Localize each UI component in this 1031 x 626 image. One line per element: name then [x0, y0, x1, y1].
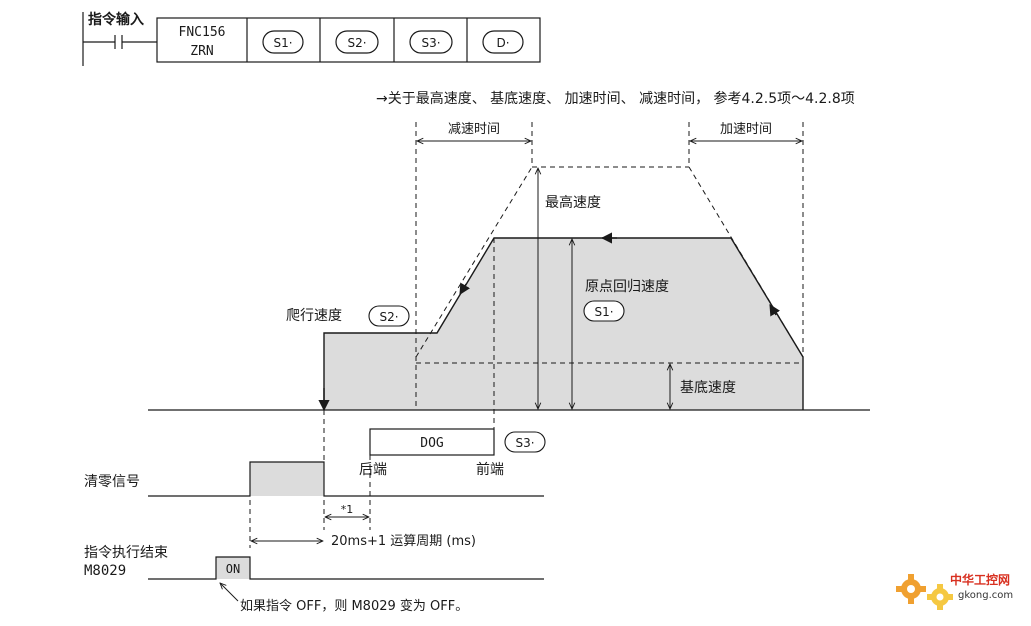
operand-s2: S2· — [347, 36, 366, 50]
note-marker: *1 — [341, 503, 354, 516]
accel-time-label: 加速时间 — [720, 122, 772, 137]
operand-d: D· — [496, 36, 509, 50]
clear-signal-label: 清零信号 — [84, 474, 140, 490]
speed-area — [324, 238, 803, 410]
watermark-site-name: 中华工控网 — [950, 572, 1010, 587]
reference-note: →关于最高速度、 基底速度、 加速时间、 减速时间， 参考4.2.5项～4.2.… — [376, 90, 855, 107]
m8029-waveform — [148, 556, 544, 580]
clear-signal: 清零信号 *1 20ms+1 运算周期 (ms) — [84, 461, 544, 549]
base-speed-label: 基底速度 — [680, 379, 736, 396]
gear-icon — [896, 574, 953, 610]
return-speed-label: 原点回归速度 — [585, 278, 669, 295]
clear-signal-waveform — [148, 461, 544, 497]
decel-time-label: 减速时间 — [448, 122, 500, 137]
direction-arrow-decel — [459, 282, 470, 295]
fnc-number: FNC156 — [179, 25, 226, 40]
on-label: ON — [226, 562, 240, 576]
dog-rear-end-label: 后端 — [359, 462, 387, 478]
completion-label: 指令执行结束 — [84, 545, 168, 561]
operand-s1: S1· — [273, 36, 292, 50]
instruction-input-label: 指令输入 — [88, 11, 144, 28]
dog-label: DOG — [420, 436, 444, 451]
speed-profile: 减速时间 加速时间 最高速度 原点回归速度 S1· 基底速度 爬行速度 S2· — [148, 122, 870, 548]
watermark-logo: 中华工控网 gkong.com — [896, 572, 1013, 610]
dog-operand: S3· — [515, 436, 534, 450]
creep-speed-label: 爬行速度 — [286, 308, 342, 324]
creep-speed-operand: S2· — [379, 310, 398, 324]
return-speed-operand: S1· — [594, 305, 613, 319]
dog-box — [369, 428, 495, 456]
max-speed-label: 最高速度 — [545, 194, 601, 211]
completion-flag: 指令执行结束 M8029 ON 如果指令 OFF，则 M8029 变为 OFF。 — [84, 545, 544, 614]
dog-signal: DOG S3· 后端 前端 — [359, 428, 546, 478]
m8029-note: 如果指令 OFF，则 M8029 变为 OFF。 — [240, 598, 468, 614]
fnc-name: ZRN — [190, 44, 213, 59]
dog-front-end-label: 前端 — [476, 461, 504, 478]
watermark-domain: gkong.com — [958, 590, 1013, 601]
operand-s3: S3· — [421, 36, 440, 50]
contact-symbol — [114, 35, 123, 49]
instruction-block: 指令输入 FNC156 ZRN S1· S2· S3· D· — [82, 11, 541, 66]
m8029-label: M8029 — [84, 563, 126, 579]
clear-timing-label: 20ms+1 运算周期 (ms) — [331, 534, 476, 549]
direction-arrow-accel — [769, 304, 780, 317]
